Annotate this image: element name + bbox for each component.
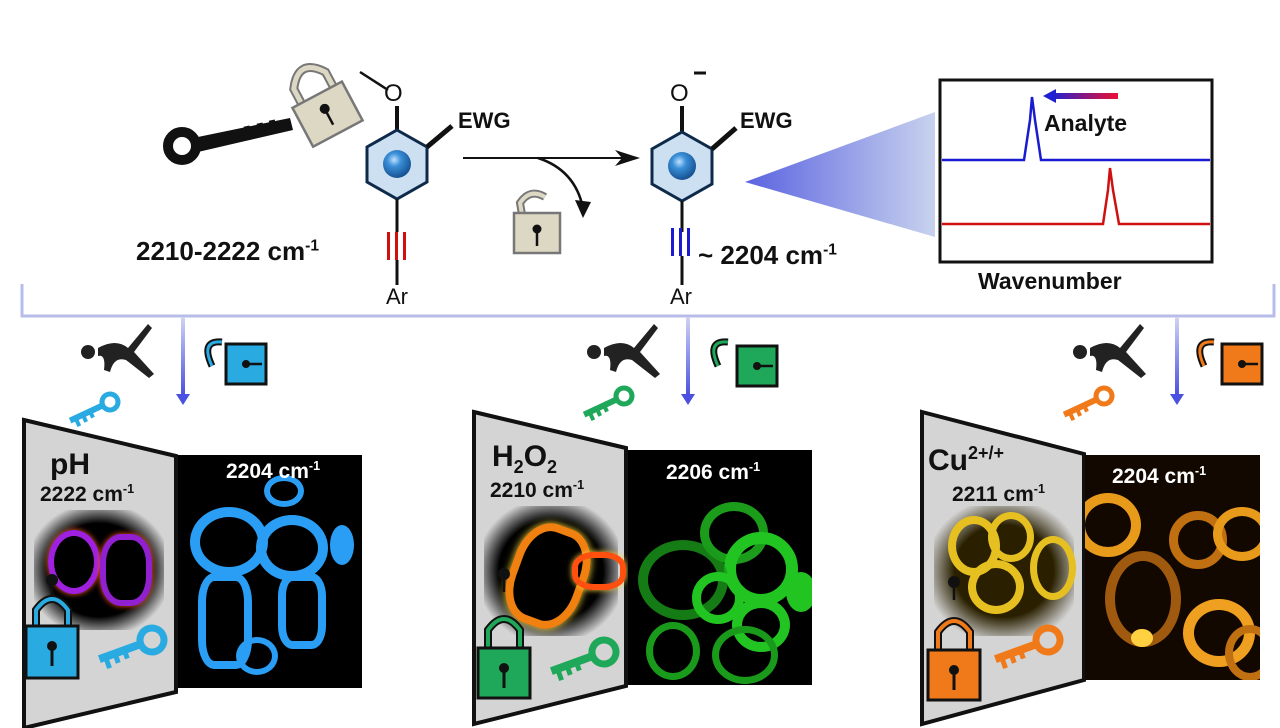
panel-3-unlocked-wavenumber: 2204 cm-1 [1112,464,1207,488]
locked-padlock-icon-1 [24,574,80,680]
key-icon-1 [98,624,168,670]
product-ewg-label: EWG [740,108,793,133]
reactant-wavenumber: 2210-2222 cm-1 [136,236,320,266]
panel-1-locked-wavenumber: 2222 cm-1 [40,482,135,506]
spectrum-xlabel: Wavenumber [978,268,1122,294]
product-oxygen-label: O [670,80,689,107]
down-arrow-2 [681,317,695,405]
panel-3-analyte: Cu2+/+ [928,443,1005,477]
product-ar-label: Ar [670,284,692,309]
branch-bracket [20,284,1276,318]
panel-1-locked-image [34,510,164,630]
down-arrow-3 [1170,317,1184,405]
spectrum-annotation: Analyte [1044,110,1128,136]
black-key-icon [163,118,293,165]
open-padlock-icon-2 [710,338,779,388]
key-icon-3 [994,624,1064,670]
key-icon-flying-2 [582,385,635,422]
padlock-locked-icon [289,63,365,149]
panel-2-unlocked-wavenumber: 2206 cm-1 [666,460,761,484]
panel-2-analyte: H2O2 [492,440,558,477]
light-cone [745,112,935,237]
locked-padlock-icon-2 [476,568,532,700]
panel-3-locked-wavenumber: 2211 cm-1 [952,482,1045,506]
reactant-ewg-label: EWG [458,108,511,133]
product-benzene-ring [650,71,738,285]
panel-2-unlocked-image [628,450,812,685]
down-arrow-1 [176,317,190,405]
spectrum-plot [938,78,1214,264]
open-padlock-icon-1 [204,338,268,386]
key-icon-flying-3 [1062,385,1115,422]
locked-padlock-icon-3 [926,576,982,702]
reaction-arrow [463,150,640,218]
open-padlock-icon-3 [1196,338,1264,386]
panel-1-unlocked-wavenumber: 2204 cm-1 [226,459,321,483]
key-icon-flying-1 [68,391,121,428]
reactant-oxygen-label: O [384,80,403,107]
product-wavenumber: ~ 2204 cm-1 [698,240,837,270]
panel-1-analyte: pH [50,448,90,481]
panel-3-unlocked-image [1085,455,1260,680]
panel-1-unlocked-image [178,455,362,688]
key-icon-2 [550,636,620,682]
reactant-ar-label: Ar [386,284,408,309]
panel-3-locked-image [934,506,1076,636]
padlock-unlocked-icon [512,189,562,255]
reactant-benzene-ring [365,106,454,285]
panel-2-locked-wavenumber: 2210 cm-1 [490,478,585,502]
